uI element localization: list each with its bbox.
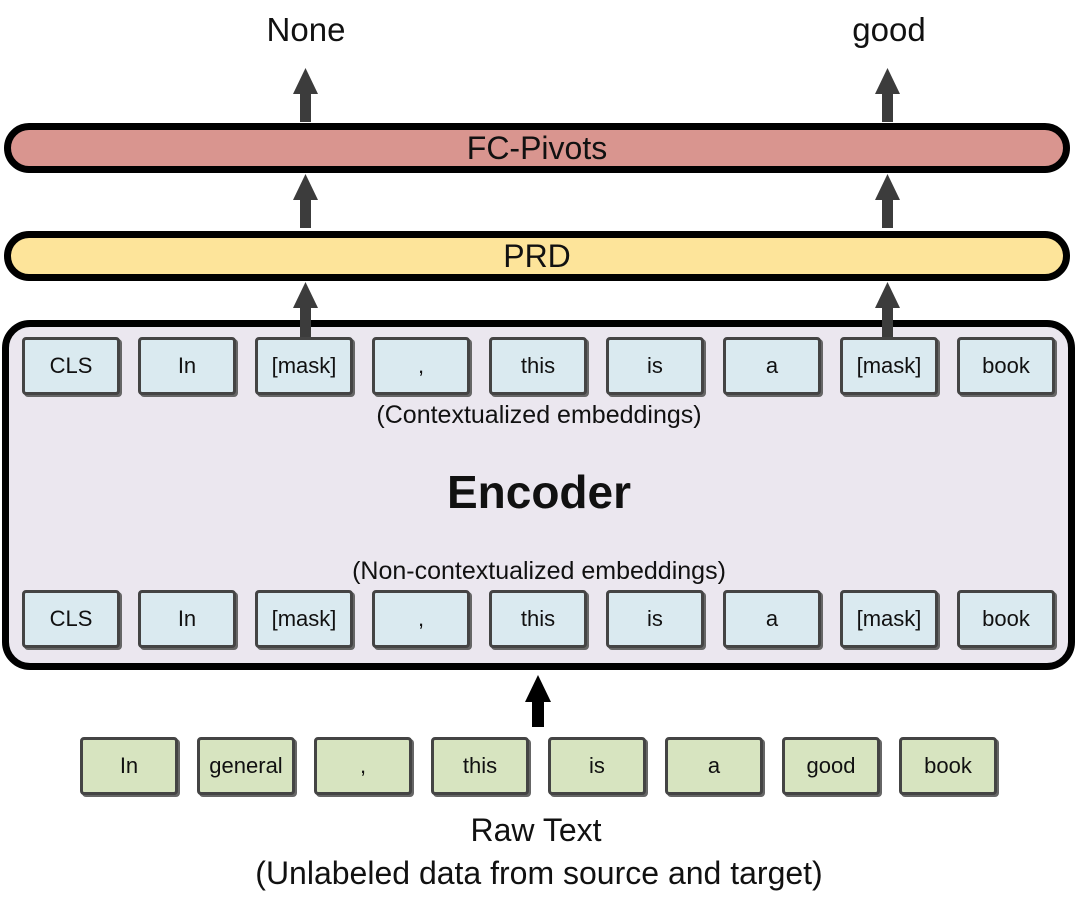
- arrow-up-icon: [293, 174, 318, 228]
- noncontextual-token: [mask]: [840, 590, 938, 648]
- output-label-left: None: [266, 11, 346, 48]
- noncontextual-token: this: [489, 590, 587, 648]
- contextual-caption: (Contextualized embeddings): [376, 401, 702, 429]
- arrow-up-icon: [293, 68, 318, 122]
- noncontextual-token: book: [957, 590, 1055, 648]
- noncontextual-caption: (Non-contextualized embeddings): [352, 557, 726, 585]
- noncontextual-token: is: [606, 590, 704, 648]
- raw-token: book: [899, 737, 997, 795]
- raw-token: general: [197, 737, 295, 795]
- contextual-token: CLS: [22, 337, 120, 395]
- arrow-up-icon: [875, 68, 900, 122]
- arrow-up-icon: [525, 675, 551, 727]
- contextual-token: book: [957, 337, 1055, 395]
- contextual-token: a: [723, 337, 821, 395]
- contextual-token: In: [138, 337, 236, 395]
- raw-text-title: Raw Text: [470, 812, 602, 848]
- encoder-title: Encoder: [446, 466, 632, 518]
- arrow-up-icon: [293, 282, 318, 338]
- contextual-token: [mask]: [840, 337, 938, 395]
- raw-token: good: [782, 737, 880, 795]
- noncontextual-token: a: [723, 590, 821, 648]
- output-label-right: good: [852, 11, 926, 48]
- noncontextual-token: CLS: [22, 590, 120, 648]
- raw-token: this: [431, 737, 529, 795]
- raw-token: In: [80, 737, 178, 795]
- contextual-token: this: [489, 337, 587, 395]
- noncontextual-token: [mask]: [255, 590, 353, 648]
- arrow-up-icon: [875, 174, 900, 228]
- contextual-token: is: [606, 337, 704, 395]
- raw-token: ,: [314, 737, 412, 795]
- arrow-up-icon: [875, 282, 900, 338]
- raw-token: is: [548, 737, 646, 795]
- prd-layer: PRD: [4, 231, 1070, 281]
- noncontextual-token: In: [138, 590, 236, 648]
- raw-text-subtitle: (Unlabeled data from source and target): [255, 855, 823, 891]
- fc-pivots-layer: FC-Pivots: [4, 123, 1070, 173]
- noncontextual-token: ,: [372, 590, 470, 648]
- raw-token: a: [665, 737, 763, 795]
- contextual-token: ,: [372, 337, 470, 395]
- contextual-token: [mask]: [255, 337, 353, 395]
